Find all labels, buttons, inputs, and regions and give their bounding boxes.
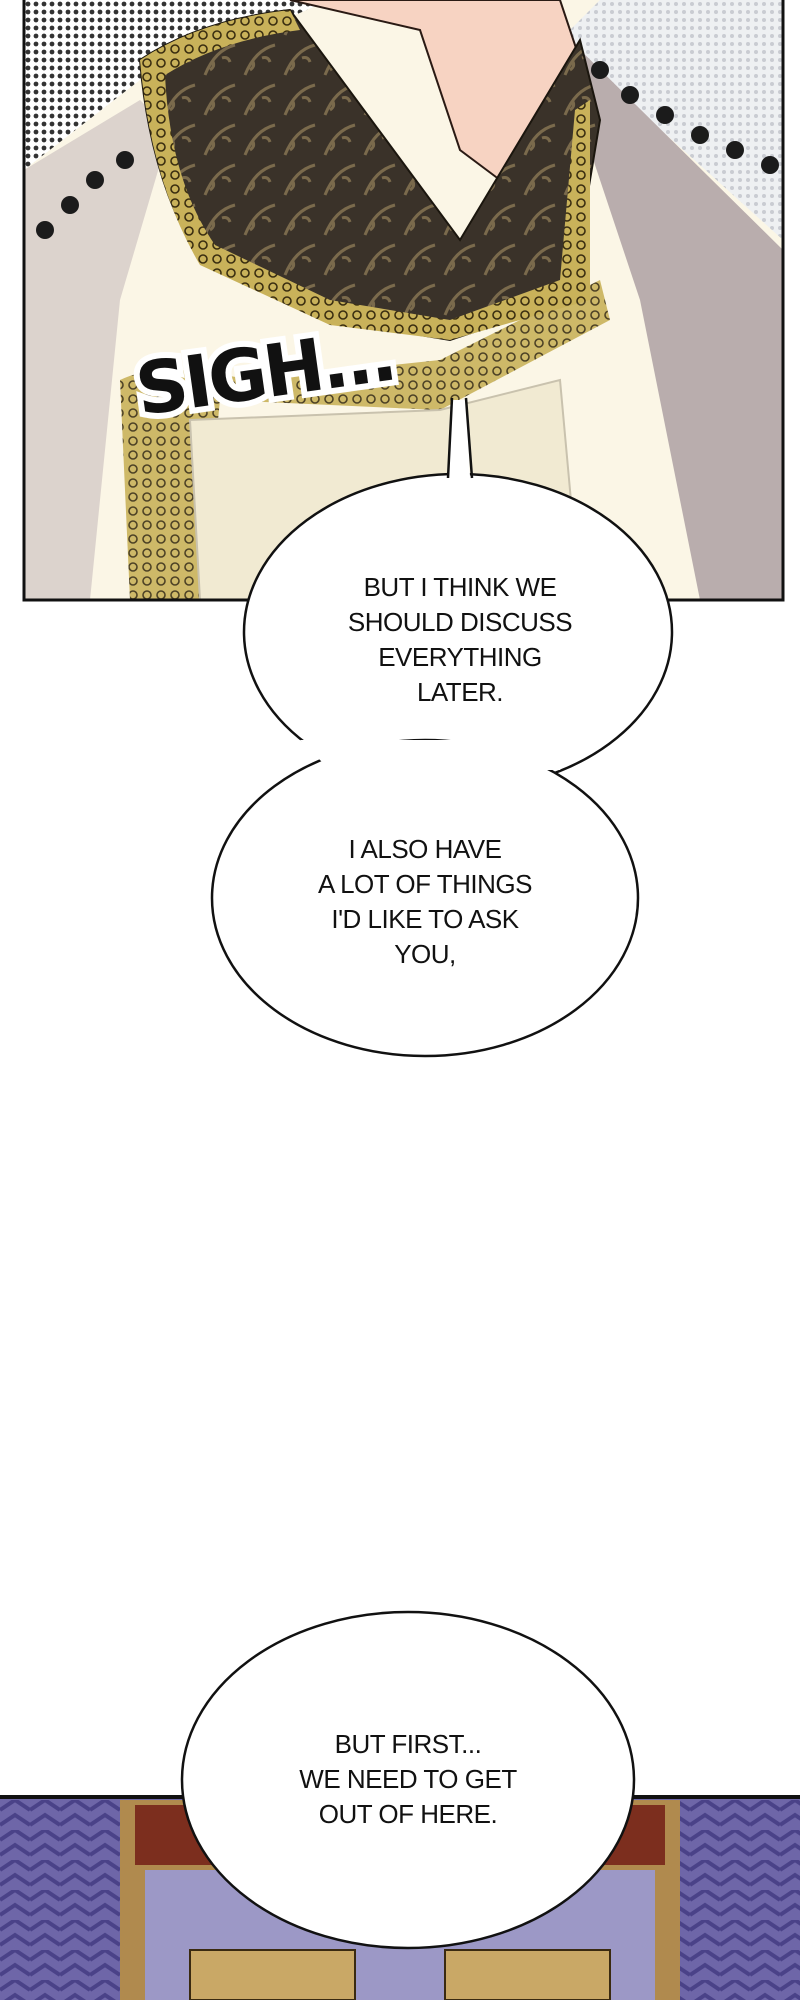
bubble-line: LATER. [416,677,504,707]
speech-bubble-3-shape [180,1610,636,1950]
bubble-line: I ALSO HAVE [348,834,502,864]
bubble-line: SHOULD DISCUSS [347,607,573,637]
bubble-line: BUT FIRST... [334,1729,482,1759]
speech-bubble-2-shape [210,738,640,1058]
speech-bubble-3: BUT FIRST... WE NEED TO GET OUT OF HERE. [238,1727,578,1832]
bubble-line: YOU, [394,939,456,969]
bubble-line: EVERYTHING [378,642,542,672]
bubble-line: WE NEED TO GET [299,1764,517,1794]
speech-bubble-1: BUT I THINK WE SHOULD DISCUSS EVERYTHING… [290,570,630,710]
bubble-line: OUT OF HERE. [318,1799,498,1829]
bubble-line: A LOT OF THINGS [317,869,533,899]
speech-bubble-2: I ALSO HAVE A LOT OF THINGS I'D LIKE TO … [255,832,595,972]
bubble-line: I'D LIKE TO ASK [331,904,519,934]
bubble-line: BUT I THINK WE [363,572,557,602]
